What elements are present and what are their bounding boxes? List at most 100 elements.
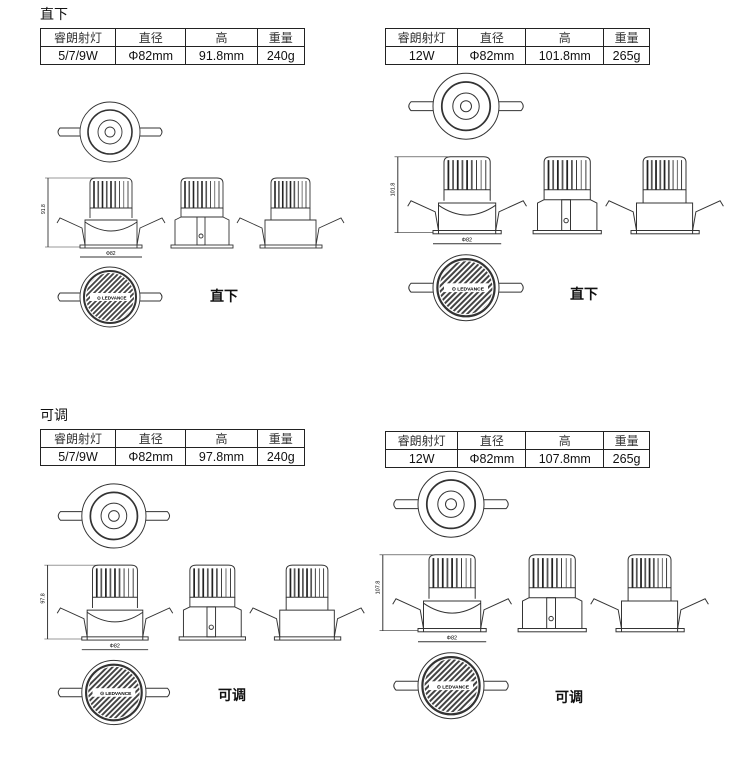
housing [86,597,144,641]
heatsink [627,554,672,589]
col-header: 高 [525,28,605,47]
spring-tab-left [57,127,80,137]
cell: Φ82mm [114,447,187,466]
top-view [408,72,524,140]
cell: 240g [256,46,306,65]
top-view [57,101,163,163]
col-header: 直径 [114,28,187,47]
flange [432,230,502,235]
cell: 240g [256,447,306,466]
drawing-label: 可调 [218,688,246,704]
section-title-adjustable: 可调 [40,408,68,424]
flange [81,636,149,641]
side-view-back [249,564,365,641]
section-title-direct: 直下 [40,7,68,23]
top-view [393,470,509,538]
housing [621,587,679,632]
cell: 265g [603,46,650,65]
flange [417,628,487,633]
mounting-spring-right [480,598,512,629]
spring-tab-right [146,511,171,521]
heatsink [270,177,311,209]
cell: 12W [384,46,459,65]
spring-tab-left [393,499,419,510]
housing [438,189,497,234]
cell: 5/7/9W [40,46,116,65]
col-header: 睿朗射灯 [384,28,459,47]
col-header: 高 [185,28,258,47]
col-header: 直径 [457,28,527,47]
mounting-spring-left [56,607,88,637]
spring-tab-right [484,680,509,691]
side-view-side [178,564,246,641]
heatsink [642,156,687,191]
mounting-spring-right [677,598,709,629]
spring-tab-left [408,282,434,293]
side-view-side [532,156,602,235]
mounting-spring-left [407,200,439,231]
col-header: 重量 [256,28,306,47]
heatsink [189,564,236,598]
side-view-back [605,156,724,235]
top-view [57,483,171,549]
adjust-knob [206,606,217,638]
drawing-label: 直下 [570,287,598,303]
drawing-label: 可调 [555,690,583,706]
heatsink [285,564,329,598]
mounting-spring-right [333,607,365,637]
mounting-spring-right [142,607,174,637]
flange [79,244,143,249]
col-header: 高 [525,431,605,450]
flange [615,628,685,633]
spring-tab-left [57,511,82,521]
spring-tab-left [393,680,419,691]
housing [264,208,317,248]
spring-tab-left [57,292,80,302]
diameter-dimension-label: Φ82 [447,636,458,642]
mounting-spring-left [605,200,637,231]
height-dimension-label: 97.8 [40,593,46,603]
heatsink [92,564,138,598]
flange [178,636,246,641]
bottom-view: ⊙ LEDVANCE [408,254,524,322]
adjust-knob [546,597,556,629]
cell: 265g [603,449,650,468]
housing [174,208,230,245]
mounting-spring-right [136,217,166,246]
housing [279,597,335,641]
diameter-dimension-label: Φ82 [106,251,116,257]
col-header: 高 [185,429,258,448]
spring-tab-right [484,499,509,510]
cell: Φ82mm [457,46,527,65]
spring-tab-right [146,687,171,698]
housing [636,189,694,234]
heatsink [428,554,476,589]
flange [259,244,323,249]
cell: Φ82mm [457,449,527,468]
cell: 107.8mm [525,449,605,468]
bottom-view: ⊙ LEDVANCE [57,266,163,328]
mounting-spring-right [495,200,527,231]
cell: 12W [384,449,459,468]
ledvance-logo: ⊙ LEDVANCE [97,296,126,301]
mounting-spring-left [590,598,622,629]
mounting-spring-left [249,607,281,637]
cell: 101.8mm [525,46,605,65]
housing [84,208,138,248]
diameter-dimension-label: Φ82 [110,644,120,650]
heatsink [180,177,224,209]
side-view-side [517,554,587,633]
heatsink [528,554,576,589]
